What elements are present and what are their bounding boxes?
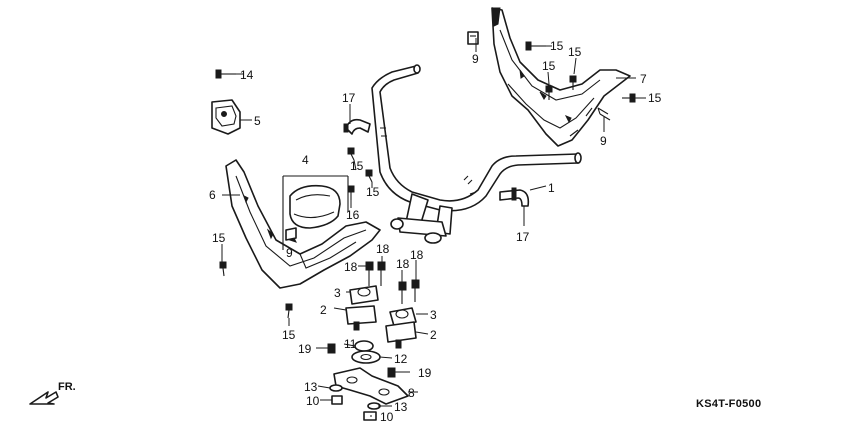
upper-front-cover: [491, 7, 631, 147]
callout-12: 12: [394, 352, 408, 366]
callout-labels: 1 2 2 3 3 4 5 6 7 8 9 9 9 10 10 11 12 13…: [209, 39, 662, 424]
callout-3: 3: [430, 308, 437, 322]
clip-nut-center: [285, 227, 297, 241]
callout-9: 9: [286, 246, 293, 260]
callout-18: 18: [396, 257, 410, 271]
lower-holder-left: [345, 305, 377, 331]
callout-15: 15: [282, 328, 296, 342]
cable-clip-right: [499, 187, 530, 207]
callout-2: 2: [320, 303, 327, 317]
callout-10: 10: [306, 394, 320, 408]
callout-18: 18: [376, 242, 390, 256]
front-direction-arrow: FR.: [29, 381, 76, 405]
diagram-code: KS4T-F0500: [696, 398, 761, 410]
callout-15: 15: [648, 91, 662, 105]
callout-19: 19: [298, 342, 312, 356]
callout-15: 15: [366, 185, 380, 199]
handlebar: [371, 64, 582, 244]
cable-clip-left: [343, 118, 371, 135]
callout-19: 19: [418, 366, 432, 380]
callout-14: 14: [240, 68, 254, 82]
lower-holder-right: [385, 321, 417, 349]
screws: [215, 41, 636, 319]
callout-15: 15: [350, 159, 364, 173]
callout-6: 6: [209, 188, 216, 202]
callout-5: 5: [254, 114, 261, 128]
callout-13: 13: [304, 380, 318, 394]
callout-15: 15: [568, 45, 582, 59]
callout-4: 4: [302, 153, 309, 167]
leader-lines: [221, 38, 646, 417]
upper-holder-left: [349, 285, 379, 305]
callout-18: 18: [410, 248, 424, 262]
cushion-rubbers: [327, 340, 396, 378]
callout-15: 15: [542, 59, 556, 73]
upper-holder-right: [389, 307, 417, 327]
callout-3: 3: [334, 286, 341, 300]
clip-nut-right: [597, 107, 611, 121]
center-emblem-cover: [282, 175, 349, 250]
lower-front-cover: [225, 159, 381, 289]
callout-2: 2: [430, 328, 437, 342]
callout-9: 9: [472, 52, 479, 66]
callout-18: 18: [344, 260, 358, 274]
callout-16: 16: [346, 208, 360, 222]
wire-clamp: [211, 99, 241, 135]
holder-bolts: [365, 261, 420, 304]
callout-15: 15: [212, 231, 226, 245]
callout-1: 1: [548, 181, 555, 195]
lower-plate: [333, 367, 409, 405]
direction-label: FR.: [58, 381, 76, 393]
callout-10: 10: [380, 410, 394, 424]
nuts-and-washers: [329, 384, 381, 421]
callout-15: 15: [550, 39, 564, 53]
callout-11: 11: [344, 337, 357, 351]
callout-13: 13: [394, 400, 408, 414]
callout-17: 17: [342, 91, 356, 105]
callout-8: 8: [408, 386, 415, 400]
callout-7: 7: [640, 72, 647, 86]
callout-17: 17: [516, 230, 530, 244]
callout-9: 9: [600, 134, 607, 148]
